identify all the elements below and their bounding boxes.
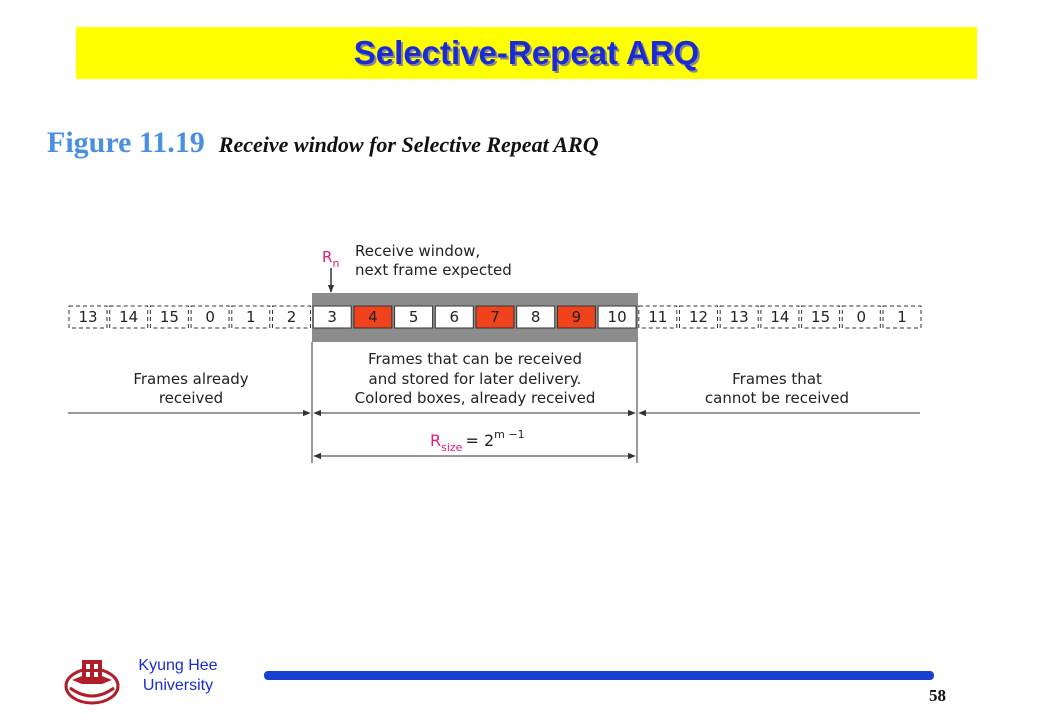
frame-box	[638, 305, 678, 329]
frame-number: 3	[327, 308, 337, 326]
frame-number: 15	[160, 308, 179, 326]
footer-bar	[264, 671, 934, 680]
frame-box	[882, 305, 922, 329]
frame-box	[516, 305, 556, 329]
frame-box	[231, 305, 271, 329]
frame-box-received	[556, 305, 596, 329]
pointer-label-rn: Rn	[322, 248, 339, 270]
frame-number: 8	[531, 308, 541, 326]
frame-box	[801, 305, 841, 329]
slide-title: Selective-Repeat ARQ	[353, 34, 700, 71]
frame-number: 13	[730, 308, 749, 326]
frame-number: 9	[572, 308, 582, 326]
frame-box	[679, 305, 718, 329]
frame-box	[109, 305, 149, 329]
middle-region-label-line-1: Frames that can be received	[368, 350, 582, 368]
frame-number: 14	[119, 308, 138, 326]
title-bar: Selective-Repeat ARQ	[76, 27, 977, 79]
pointer-caption-line-1: Receive window,	[355, 242, 480, 260]
right-region-label-line-1: Frames that	[732, 370, 822, 388]
frame-box	[760, 305, 800, 329]
frame-box	[394, 305, 434, 329]
frame-number: 14	[770, 308, 789, 326]
frame-number: 12	[689, 308, 708, 326]
frame-box-received	[475, 305, 515, 329]
pointer-caption-line-2: next frame expected	[355, 261, 512, 279]
frame-number: 2	[287, 308, 297, 326]
frame-box	[68, 305, 108, 329]
left-region-label-line-1: Frames already	[133, 370, 248, 388]
frame-number: 13	[78, 308, 97, 326]
frame-number: 4	[368, 308, 378, 326]
page-number: 58	[929, 686, 946, 705]
frame-number: 0	[857, 308, 867, 326]
window-size-formula: Rsize= 2m −1	[430, 428, 525, 454]
frame-box	[149, 305, 189, 329]
frame-number: 0	[205, 308, 215, 326]
frame-box	[312, 305, 352, 329]
frame-number: 1	[897, 308, 907, 326]
university-line-1: Kyung Hee	[138, 657, 218, 674]
frame-number: 10	[608, 308, 627, 326]
frame-number: 1	[246, 308, 256, 326]
kyung-hee-emblem-icon	[64, 660, 120, 705]
frame-box-received	[353, 305, 393, 329]
frame-box	[434, 305, 474, 329]
right-region-label-line-2: cannot be received	[705, 389, 849, 407]
university-name: Kyung Hee University	[126, 656, 230, 696]
frame-box	[597, 305, 637, 329]
frame-number: 5	[409, 308, 419, 326]
figure-description: Receive window for Selective Repeat ARQ	[218, 132, 599, 157]
frame-number: 15	[811, 308, 830, 326]
left-region-label-line-2: received	[159, 389, 223, 407]
frame-number: 6	[450, 308, 460, 326]
figure-number: Figure 11.19	[47, 126, 205, 159]
frame-box	[272, 305, 311, 329]
university-line-2: University	[142, 677, 214, 694]
middle-region-label-line-2: and stored for later delivery.	[369, 370, 582, 388]
frame-box	[841, 305, 881, 329]
frame-number: 11	[648, 308, 667, 326]
figure-caption: Figure 11.19 Receive window for Selectiv…	[47, 126, 599, 160]
frame-box	[719, 305, 759, 329]
frame-number: 7	[490, 308, 500, 326]
middle-region-label-line-3: Colored boxes, already received	[355, 389, 596, 407]
frame-box	[190, 305, 230, 329]
